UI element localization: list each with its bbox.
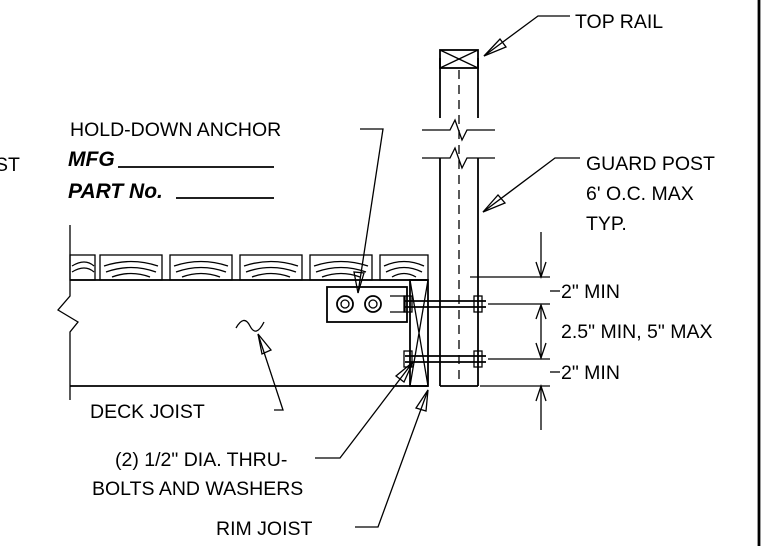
bolts-label-line2: BOLTS AND WASHERS [92,478,303,500]
deck-joist [57,225,428,400]
partial-left-label: ST [0,154,20,176]
leader-lines [257,15,580,528]
bolts-label-line1: (2) 1/2" DIA. THRU- [115,449,287,471]
hold-down-anchor-label: HOLD-DOWN ANCHOR [70,119,281,141]
thru-bolts [403,295,486,368]
dim-bottom-label: 2" MIN [561,362,620,384]
deck-boards [69,254,429,281]
guard-post-spacing-label: 6' O.C. MAX [586,183,694,205]
anchor-spec-blanks [118,166,274,199]
deck-joist-label: DECK JOIST [90,401,205,423]
rim-joist [409,279,429,387]
guard-post-typ-label: TYP. [586,213,627,235]
top-rail-label: TOP RAIL [575,11,663,33]
guard-post [422,49,495,387]
part-no-label: PART No. [68,180,163,203]
dim-middle-label: 2.5" MIN, 5" MAX [561,321,712,343]
hold-down-anchor [326,286,408,323]
mfg-label: MFG [68,148,115,171]
rim-joist-label: RIM JOIST [216,518,313,540]
guard-post-label: GUARD POST [586,153,715,175]
dimension-lines [470,232,560,430]
dim-top-label: 2" MIN [561,281,620,303]
